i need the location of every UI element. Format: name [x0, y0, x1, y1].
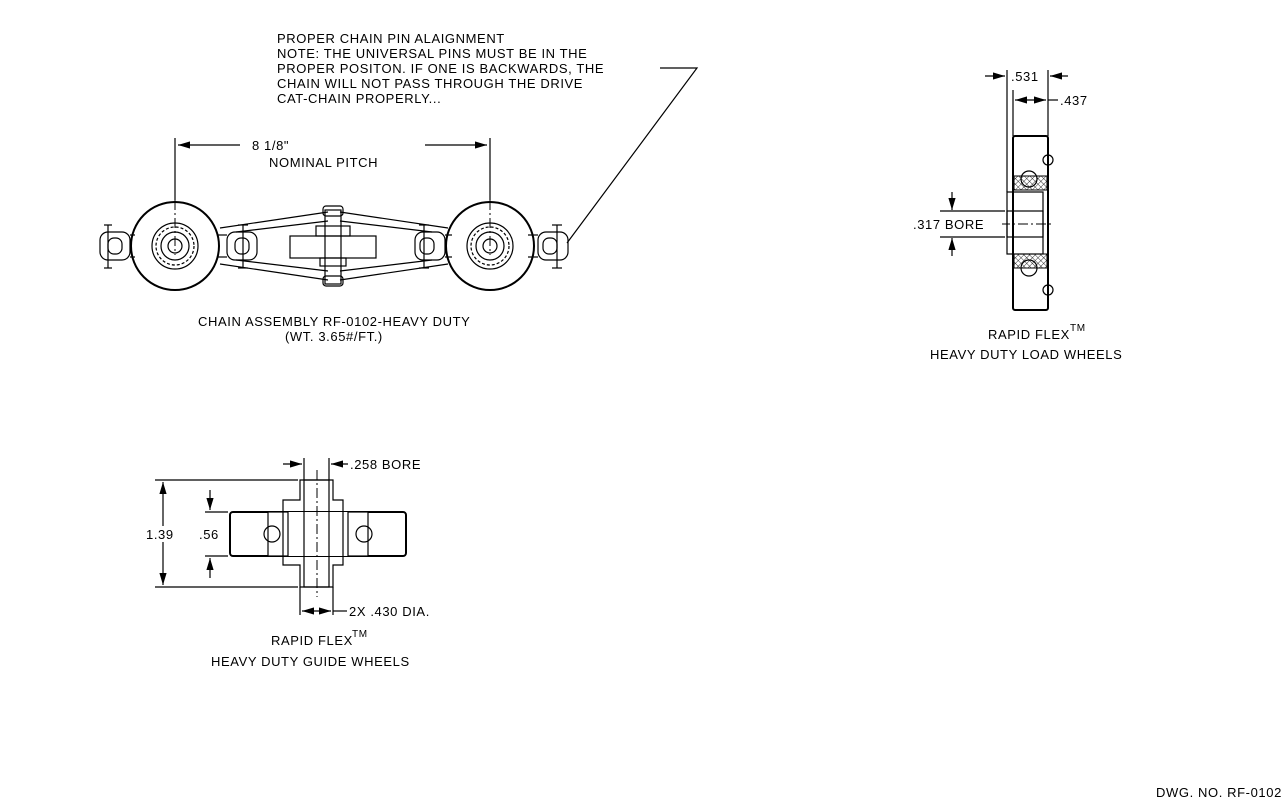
leader-line	[566, 67, 699, 244]
dim-inner: .437	[1060, 93, 1088, 108]
guide-wheel-view: .258 BORE 1.39 .56 2X .430 DIA. RAPID FL…	[144, 457, 430, 669]
trademark: TM	[352, 629, 368, 640]
dim-bore: .317 BORE	[913, 217, 984, 232]
brand-label: RAPID FLEX	[988, 327, 1070, 342]
chain-caption: CHAIN ASSEMBLY RF-0102-HEAVY DUTY	[198, 314, 470, 329]
clevis-right	[528, 224, 569, 269]
dim-height: 1.39	[146, 527, 174, 542]
load-wheel-view: .531 .437 .317 BORE RAPID FLEX TM HEAVY …	[912, 69, 1122, 362]
note-line: NOTE: THE UNIVERSAL PINS MUST BE IN THE	[277, 46, 587, 61]
clevis-mid-left	[218, 224, 258, 269]
note-line: CAT-CHAIN PROPERLY...	[277, 91, 441, 106]
load-wheel-caption: HEAVY DUTY LOAD WHEELS	[930, 347, 1122, 362]
chain-assembly-view: 8 1/8" NOMINAL PITCH	[99, 138, 569, 344]
wheel-right	[445, 200, 535, 291]
pitch-dimension: 8 1/8"	[252, 138, 289, 153]
pitch-label: NOMINAL PITCH	[269, 155, 378, 170]
clevis-left	[99, 224, 135, 269]
clevis-mid-right	[414, 224, 452, 269]
brand-label: RAPID FLEX	[271, 633, 353, 648]
drawing-number: DWG. NO. RF-0102	[1156, 785, 1282, 800]
dim-width: .531	[1011, 69, 1039, 84]
note-line: CHAIN WILL NOT PASS THROUGH THE DRIVE	[277, 76, 583, 91]
dim-wheel: .56	[199, 527, 219, 542]
pin-alignment-note: PROPER CHAIN PIN ALAIGNMENT NOTE: THE UN…	[277, 31, 699, 244]
wheel-left	[130, 200, 220, 291]
note-line: PROPER CHAIN PIN ALAIGNMENT	[277, 31, 505, 46]
guide-wheel-caption: HEAVY DUTY GUIDE WHEELS	[211, 654, 410, 669]
dim-dia: 2X .430 DIA.	[349, 604, 430, 619]
chain-weight: (WT. 3.65#/FT.)	[285, 329, 383, 344]
dim-bore: .258 BORE	[350, 457, 421, 472]
trademark: TM	[1070, 323, 1086, 334]
note-line: PROPER POSITON. IF ONE IS BACKWARDS, THE	[277, 61, 604, 76]
